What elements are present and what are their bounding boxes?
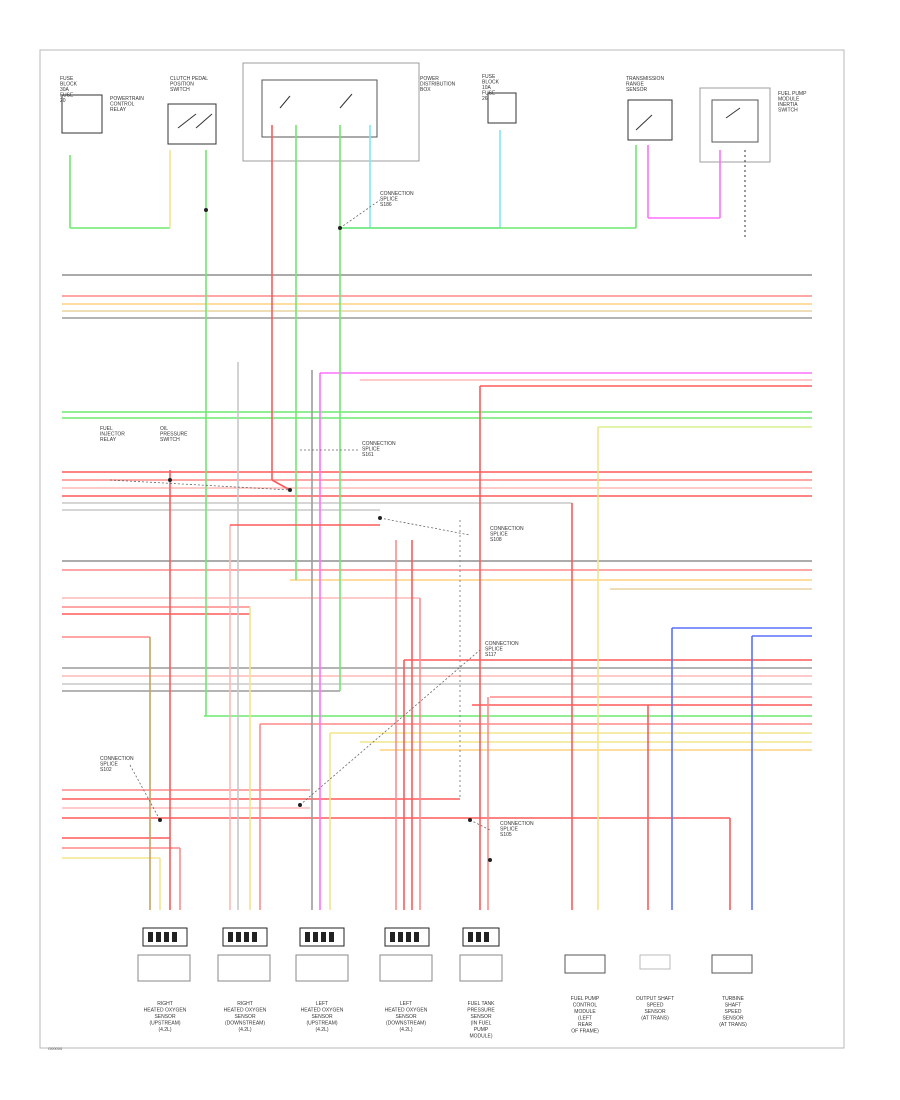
- bottom-connectors: [137, 927, 753, 982]
- power-distribution-box: [242, 62, 420, 162]
- inertia-switch-box: [699, 87, 771, 163]
- footer-code: G00000: [48, 1046, 63, 1051]
- splice-dots: [158, 208, 492, 862]
- bus-lines: [62, 274, 812, 859]
- connector-pins: [148, 932, 489, 942]
- vertical-wires: [69, 125, 753, 910]
- inertia-switch-inner: [711, 99, 759, 143]
- power-distribution-box-inner: [261, 79, 378, 138]
- diagram-frame: [39, 49, 845, 1049]
- splice-leaders: [109, 199, 491, 831]
- switch-icons: [61, 92, 741, 145]
